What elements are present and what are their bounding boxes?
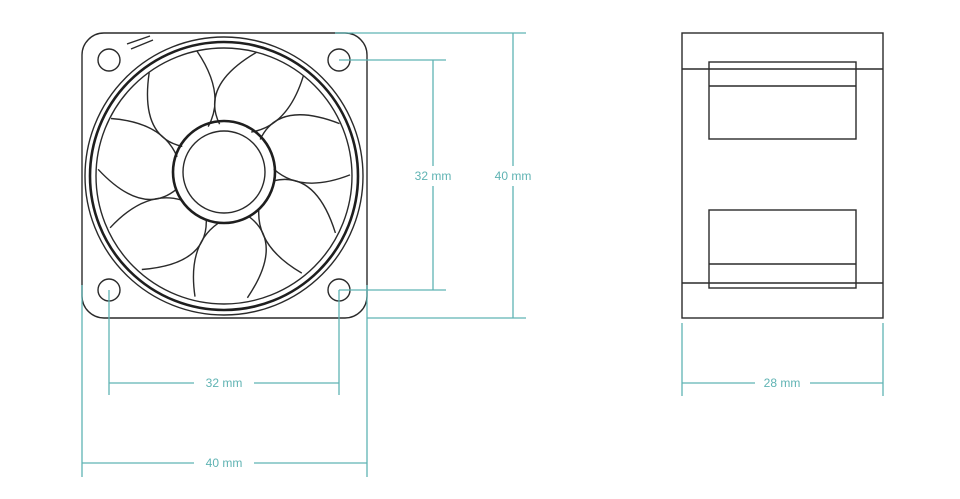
fan-hub-outer [171, 119, 277, 225]
dim-label-hole-spacing-horizontal: 32 mm [206, 376, 243, 390]
side-view [681, 32, 884, 319]
front-dimensions: 32 mm 40 mm 32 mm 40 mm [81, 32, 532, 477]
mounting-hole-top-left [97, 48, 121, 72]
fan-frame [81, 32, 368, 319]
fan-blade [192, 216, 267, 299]
mounting-holes [97, 48, 351, 302]
side-dimensions: 28 mm [681, 323, 884, 396]
dim-label-depth: 28 mm [764, 376, 801, 390]
cable-notch [126, 35, 154, 50]
fan-blade [97, 117, 178, 201]
fan-shroud-outer [84, 36, 364, 316]
dim-label-overall-height: 40 mm [495, 169, 532, 183]
fan-hub-inner [182, 130, 266, 214]
dim-label-hole-spacing-vertical: 32 mm [415, 169, 452, 183]
fan-blade [214, 51, 304, 133]
fan-shroud-lip [95, 47, 353, 305]
fan-blade [109, 197, 208, 271]
fan-blade [146, 50, 216, 148]
fan-blade [259, 114, 351, 184]
fan-shroud-inner [88, 40, 360, 312]
front-view [81, 32, 368, 319]
side-label-block-top [708, 61, 857, 140]
fan-blades [97, 50, 351, 299]
side-body [681, 32, 884, 319]
dim-label-overall-width: 40 mm [206, 456, 243, 470]
fan-blade [258, 178, 337, 274]
side-label-block-bottom [708, 209, 857, 289]
